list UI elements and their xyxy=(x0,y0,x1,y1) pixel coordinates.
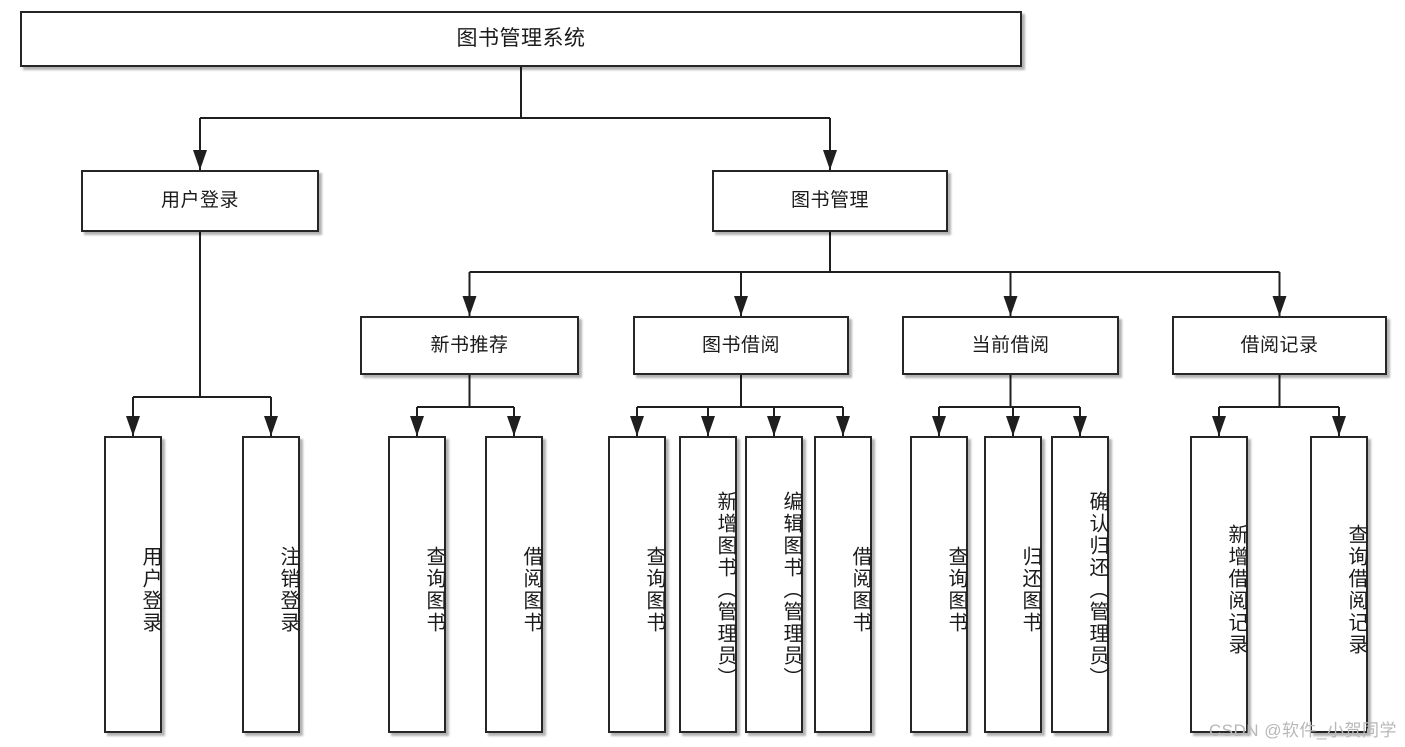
node-book-manage[interactable]: 图书管理 xyxy=(712,170,948,232)
node-current-borrow[interactable]: 当前借阅 xyxy=(902,316,1119,375)
node-label: 确认归还（管理员） xyxy=(1086,490,1108,689)
node-root-system[interactable]: 图书管理系统 xyxy=(20,11,1022,67)
node-label: 用户登录 xyxy=(160,190,239,212)
node-user-login[interactable]: 用户登录 xyxy=(81,170,319,232)
node-label: 借阅图书 xyxy=(849,545,871,634)
node-label: 注销登录 xyxy=(277,545,299,634)
node-label: 查询借阅记录 xyxy=(1345,523,1367,656)
node-label: 用户登录 xyxy=(139,545,161,634)
node-label: 借阅图书 xyxy=(520,545,542,634)
node-label: 查询图书 xyxy=(423,545,445,634)
node-label: 当前借阅 xyxy=(971,334,1050,356)
node-leaf-query-record[interactable]: 查询借阅记录 xyxy=(1310,436,1368,733)
node-leaf-query-book-1[interactable]: 查询图书 xyxy=(388,436,446,733)
node-label: 新增图书（管理员） xyxy=(714,490,736,689)
node-label: 新书推荐 xyxy=(430,334,509,356)
node-leaf-user-login[interactable]: 用户登录 xyxy=(104,436,162,733)
node-borrow-record[interactable]: 借阅记录 xyxy=(1172,316,1387,375)
node-label: 图书借阅 xyxy=(701,334,780,356)
csdn-watermark: CSDN @软件_小贺同学 xyxy=(1208,721,1397,740)
node-leaf-query-book-3[interactable]: 查询图书 xyxy=(910,436,968,733)
node-leaf-add-record[interactable]: 新增借阅记录 xyxy=(1190,436,1248,733)
node-label: 新增借阅记录 xyxy=(1225,523,1247,656)
node-label: 图书管理 xyxy=(790,190,869,212)
node-leaf-edit-book[interactable]: 编辑图书（管理员） xyxy=(745,436,803,733)
node-leaf-query-book-2[interactable]: 查询图书 xyxy=(608,436,666,733)
node-leaf-user-logout[interactable]: 注销登录 xyxy=(242,436,300,733)
node-leaf-add-book[interactable]: 新增图书（管理员） xyxy=(679,436,737,733)
node-book-borrow[interactable]: 图书借阅 xyxy=(633,316,849,375)
node-leaf-return-book[interactable]: 归还图书 xyxy=(984,436,1042,733)
node-leaf-confirm-return[interactable]: 确认归还（管理员） xyxy=(1051,436,1109,733)
node-leaf-borrow-book-2[interactable]: 借阅图书 xyxy=(814,436,872,733)
node-leaf-borrow-book-1[interactable]: 借阅图书 xyxy=(485,436,543,733)
node-new-book-rec[interactable]: 新书推荐 xyxy=(360,316,579,375)
node-label: 归还图书 xyxy=(1019,545,1041,634)
node-label: 借阅记录 xyxy=(1240,334,1319,356)
node-label: 查询图书 xyxy=(643,545,665,634)
node-label: 查询图书 xyxy=(945,545,967,634)
node-label: 编辑图书（管理员） xyxy=(780,490,802,689)
node-label: 图书管理系统 xyxy=(456,26,586,50)
